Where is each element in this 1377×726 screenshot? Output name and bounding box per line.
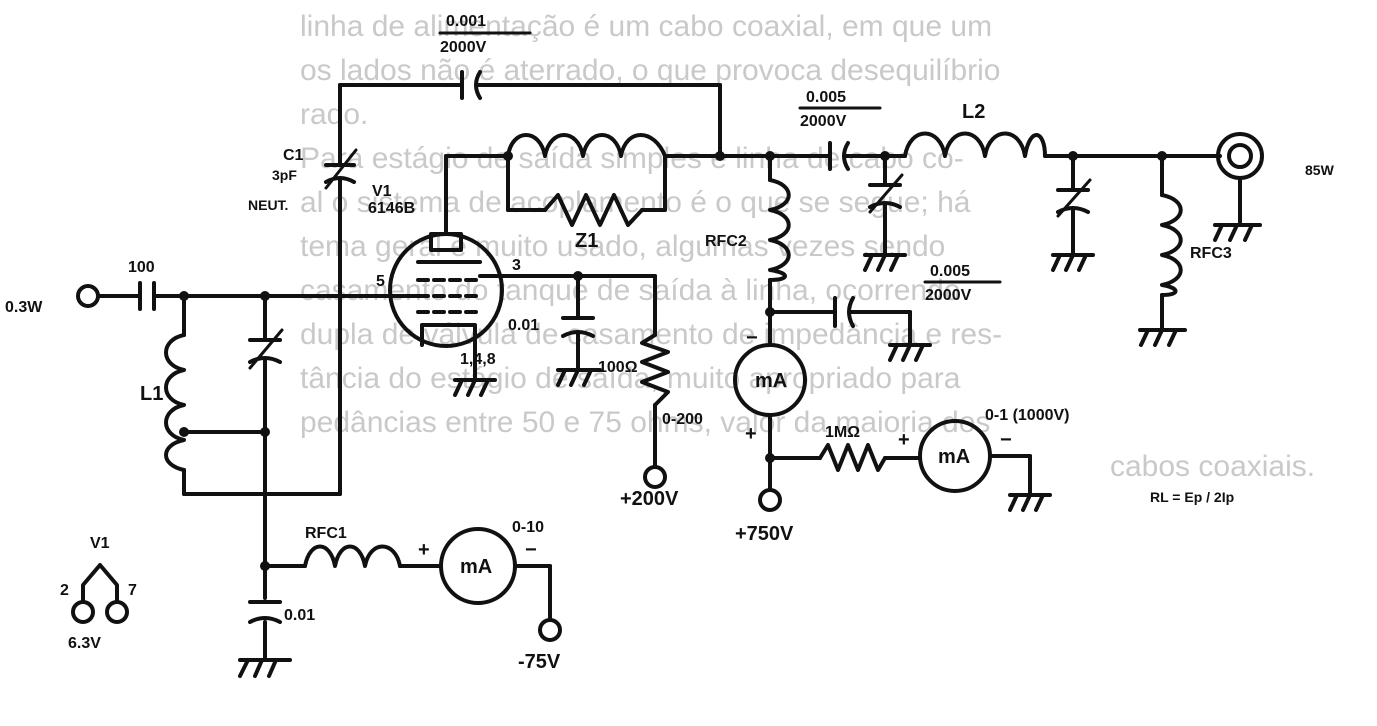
- output-power-label: 85W: [1305, 162, 1335, 178]
- rfc3-label: RFC3: [1190, 245, 1232, 262]
- tube-label-1: V1: [372, 183, 392, 200]
- bias-supply-label: -75V: [518, 651, 561, 673]
- l2-label: L2: [962, 101, 985, 123]
- plate-meter-plus: +: [745, 423, 757, 445]
- meter2-plus: +: [898, 429, 910, 451]
- bypass-cap-value: 0.005: [930, 263, 970, 280]
- capacitors: [138, 70, 1092, 624]
- input-cap-label: 100: [128, 259, 155, 276]
- rl-formula: RL = Ep / 2Ip: [1150, 489, 1234, 505]
- l1-label: L1: [140, 383, 163, 405]
- plate-meter: [733, 343, 807, 417]
- rfc1-label: RFC1: [305, 525, 347, 542]
- heater-voltage: 6.3V: [68, 635, 101, 652]
- grid-meter-label: mA: [460, 556, 492, 578]
- feedback-cap-voltage: 2000V: [440, 39, 487, 56]
- junction-dots: [179, 151, 1167, 571]
- neut-cap-label-3: NEUT.: [248, 197, 288, 213]
- tube-v1: [388, 212, 504, 348]
- meter2-label: mA: [938, 446, 970, 468]
- rfc2-label: RFC2: [705, 233, 747, 250]
- screen-meter-range: 0-200: [662, 411, 703, 428]
- inductors: [164, 131, 1183, 568]
- meter2-minus: −: [1000, 429, 1012, 451]
- plate-meter-label: mA: [755, 370, 787, 392]
- feedback-cap-value: 0.001: [446, 13, 486, 30]
- grid-meter-plus: +: [418, 539, 430, 561]
- coupling-cap-value: 0.005: [806, 89, 846, 106]
- heater-label: V1: [90, 535, 110, 552]
- bypass-cap-voltage: 2000V: [925, 287, 972, 304]
- neut-cap-label-2: 3pF: [272, 167, 297, 183]
- input-terminal: [76, 284, 100, 308]
- labels: 0.3W 100 L1 C1 3pF NEUT. V1 6146B 5 3 1,…: [5, 13, 1335, 673]
- grid-meter: [439, 527, 517, 605]
- res-1m-label: 1MΩ: [825, 424, 860, 441]
- grounds: [238, 176, 1262, 678]
- z1-label: Z1: [575, 230, 598, 252]
- meter2-range: 0-1 (1000V): [985, 407, 1070, 424]
- screen-supply-label: +200V: [620, 488, 679, 510]
- resistors: [543, 193, 887, 472]
- output-connector: [1216, 132, 1264, 180]
- plate-meter-minus: −: [746, 327, 758, 349]
- screen-res-label: 100Ω: [598, 359, 638, 376]
- neut-cap-label-1: C1: [283, 147, 304, 164]
- cathode-pin-label: 1,4,8: [460, 351, 496, 368]
- wiring: [81, 83, 1222, 662]
- meter-1ma: [918, 419, 992, 493]
- heater-pin-1: 2: [60, 582, 69, 599]
- screen-pin-label: 3: [512, 257, 521, 274]
- input-power-label: 0.3W: [5, 299, 43, 316]
- plate-supply-label: +750V: [735, 523, 794, 545]
- grid-pin-label: 5: [376, 273, 385, 290]
- tube-label-2: 6146B: [368, 200, 415, 217]
- grid-meter-minus: −: [525, 539, 537, 561]
- screen-cap-label: 0.01: [508, 317, 539, 334]
- grid-meter-range: 0-10: [512, 519, 544, 536]
- heater-pin-2: 7: [128, 582, 137, 599]
- grid-bypass-label: 0.01: [284, 607, 315, 624]
- meters: [439, 343, 992, 605]
- coupling-cap-voltage: 2000V: [800, 113, 847, 130]
